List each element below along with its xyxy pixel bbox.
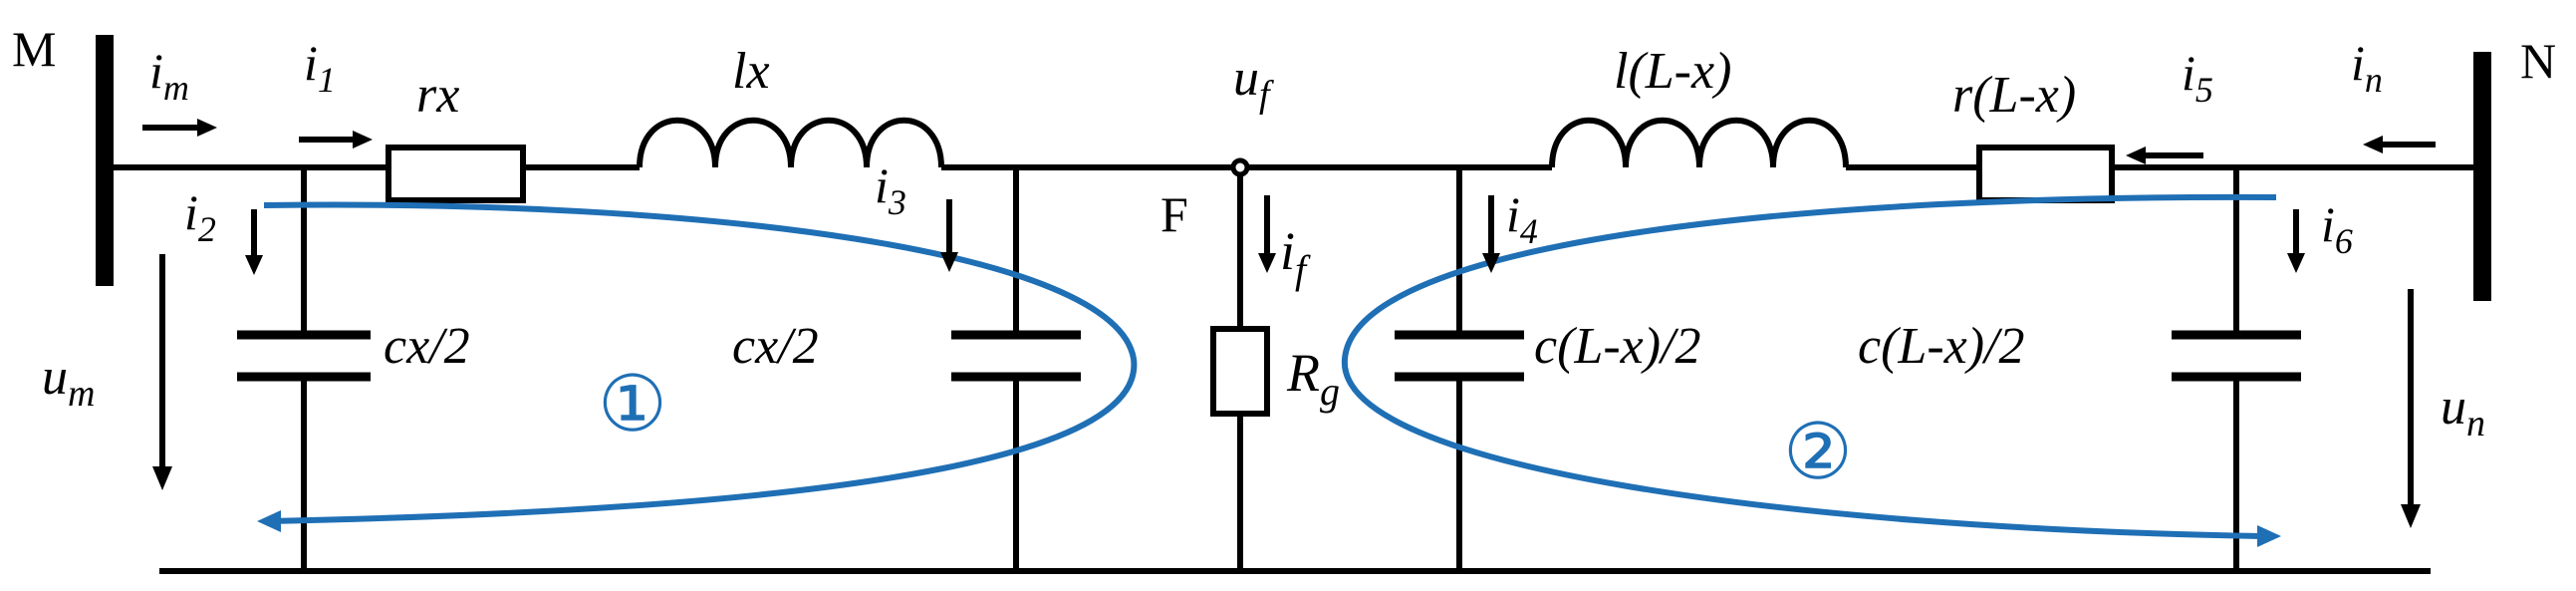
loop-1-path (263, 201, 1138, 524)
arrow-im (142, 119, 217, 137)
label-in: in (2351, 35, 2383, 100)
arrow-i6 (2287, 209, 2305, 273)
label-im: im (149, 43, 189, 108)
label-i5: i5 (2182, 45, 2213, 110)
arrow-in (2363, 136, 2436, 153)
capacitor-c-l-x-2-left (1395, 167, 1524, 571)
arrow-if (1258, 195, 1276, 273)
label-if: if (1280, 221, 1311, 292)
label-rg: Rg (1286, 343, 1340, 414)
arrow-i1 (299, 131, 373, 148)
fault-branch (1210, 157, 1270, 571)
label-um: um (42, 349, 95, 415)
label-un: un (2441, 379, 2485, 444)
loop-2-arrowhead (2257, 525, 2281, 547)
label-c-l-x-2-right: c(L-x)/2 (1858, 318, 2024, 375)
loop-1-label: ① (598, 361, 667, 447)
label-i6: i6 (2321, 196, 2353, 261)
bus-n-label: N (2520, 33, 2556, 89)
label-lx: lx (732, 43, 770, 100)
resistor-r-l-x (1976, 145, 2115, 203)
label-i2: i2 (184, 184, 216, 249)
label-cx2-left: cx/2 (384, 318, 470, 375)
capacitor-cx2-left (237, 167, 371, 571)
arrow-i3 (940, 199, 958, 272)
label-rx: rx (416, 67, 459, 124)
resistor-rx (386, 145, 526, 203)
capacitor-c-l-x-2-right (2172, 167, 2301, 571)
loop-2-label: ② (1783, 409, 1853, 495)
loop-2-path (1341, 193, 2277, 539)
inductor-lx (637, 117, 944, 168)
fault-resistor (1210, 326, 1270, 417)
label-i4: i4 (1506, 186, 1538, 251)
fault-point (1230, 157, 1250, 177)
label-uf: uf (1233, 50, 1274, 116)
inductor-l-l-x (1549, 117, 1849, 168)
capacitor-cx2-right (951, 167, 1081, 571)
label-l-l-x: l(L-x) (1614, 43, 1731, 100)
label-c-l-x-2-left: c(L-x)/2 (1534, 318, 1700, 375)
arrow-i5 (2126, 147, 2203, 164)
label-i3: i3 (875, 157, 906, 222)
label-r-l-x: r(L-x) (1952, 67, 2076, 124)
arrow-i4 (1482, 195, 1500, 273)
bus-m-label: M (12, 21, 56, 77)
arrow-i2 (245, 209, 263, 275)
arrow-un (2401, 289, 2421, 528)
arrow-um (152, 254, 172, 490)
label-fault-point: F (1160, 186, 1188, 242)
loop-1-arrowhead (257, 510, 281, 532)
label-i1: i1 (304, 35, 336, 100)
label-cx2-right: cx/2 (732, 318, 819, 375)
